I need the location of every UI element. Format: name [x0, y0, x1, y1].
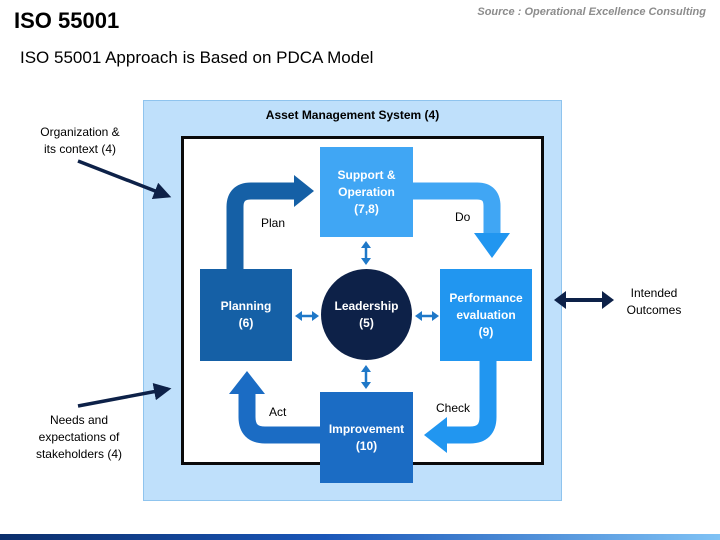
performance-line1: Performance	[449, 290, 523, 305]
organization-arrow	[77, 159, 172, 200]
leadership-line1: Leadership	[334, 298, 399, 313]
support-operation-box: Support & Operation (7,8)	[320, 147, 413, 237]
link-down-head-top	[361, 365, 371, 372]
check-label: Check	[436, 401, 471, 415]
improvement-box: Improvement (10)	[320, 392, 413, 483]
plan-arrow-head	[294, 175, 314, 207]
do-arrow-head	[474, 233, 510, 258]
stakeholder-needs-label: Needs and expectations of stakeholders (…	[26, 412, 132, 463]
performance-line2: evaluation	[456, 307, 516, 322]
needs-arrow	[77, 383, 172, 408]
check-arrow	[447, 361, 497, 444]
support-line2: Operation	[338, 184, 395, 199]
organization-line2: its context (4)	[43, 142, 117, 156]
check-arrow-head	[424, 417, 447, 453]
support-line1: Support &	[337, 167, 396, 182]
link-right-head-left	[415, 311, 422, 321]
plan-label: Plan	[261, 216, 286, 230]
act-arrow	[238, 394, 320, 444]
planning-box: Planning (6)	[200, 269, 292, 361]
performance-line3: (9)	[478, 324, 494, 339]
leadership-links	[295, 241, 439, 389]
support-line3: (7,8)	[354, 201, 379, 216]
link-left-head-right	[312, 311, 319, 321]
link-up-head-bottom	[361, 258, 371, 265]
link-right-head-right	[432, 311, 439, 321]
performance-evaluation-box: Performance evaluation (9)	[440, 269, 532, 361]
planning-line2: (6)	[238, 316, 254, 330]
organization-line1: Organization &	[40, 125, 120, 139]
organization-context-label: Organization & its context (4)	[30, 124, 130, 158]
planning-line1: Planning	[220, 299, 272, 313]
plan-arrow	[226, 182, 294, 269]
outcomes-line2: Outcomes	[626, 303, 682, 317]
needs-line2: expectations of	[38, 430, 120, 444]
act-arrow-head	[229, 371, 265, 394]
outcomes-line1: Intended	[630, 286, 678, 300]
page-subtitle: ISO 55001 Approach is Based on PDCA Mode…	[20, 48, 374, 67]
outcomes-arrow-head-right	[602, 291, 614, 309]
improvement-line2: (10)	[355, 438, 378, 453]
leadership-circle: Leadership (5)	[321, 269, 412, 360]
improvement-line1: Improvement	[328, 421, 405, 436]
do-label: Do	[455, 210, 471, 224]
source-note: Source : Operational Excellence Consulti…	[477, 6, 706, 18]
outcomes-arrow-head-left	[554, 291, 566, 309]
leadership-line2: (5)	[359, 315, 374, 330]
asset-management-system-label: Asset Management System (4)	[265, 108, 440, 122]
do-arrow	[413, 182, 501, 233]
footer-gradient-bar	[0, 534, 720, 540]
needs-line3: stakeholders (4)	[35, 447, 123, 461]
link-down-head-bottom	[361, 382, 371, 389]
page-title: ISO 55001	[14, 8, 120, 33]
link-up-head-top	[361, 241, 371, 248]
act-label: Act	[269, 405, 287, 419]
link-left-head-left	[295, 311, 302, 321]
intended-outcomes-label: Intended Outcomes	[612, 285, 696, 319]
needs-line1: Needs and	[49, 413, 109, 427]
